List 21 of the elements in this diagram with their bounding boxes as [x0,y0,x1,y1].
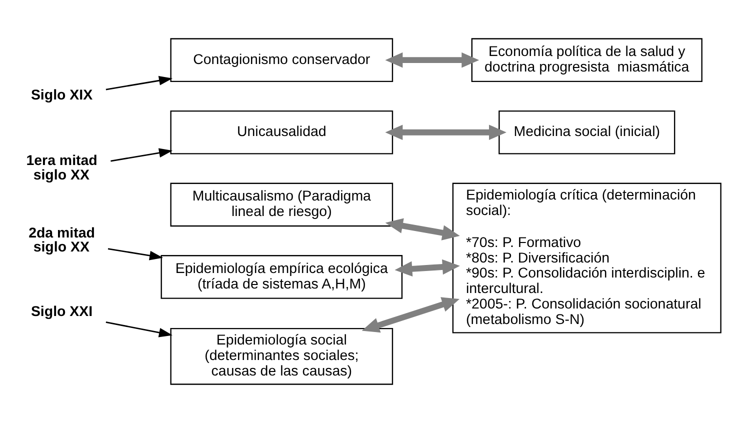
node-box: Unicausalidad [170,110,394,154]
node-text: 1era mitad siglo XX [26,153,98,184]
arrow [385,218,460,240]
node-box: Economía política de la salud y doctrina progresista miasmática [471,38,702,82]
node-text: Siglo XIX [30,87,93,104]
arrow [385,124,506,140]
node-box: Epidemiología empírica ecológica (tríada de sistemas A,H,M) [160,255,403,299]
node-text: 2da mitad siglo XX [28,225,95,256]
arrow [394,259,460,276]
arrow [106,76,173,90]
arrow [108,248,164,260]
node-box: Medicina social (inicial) [498,110,676,154]
arrow [106,321,173,338]
node-box: Epidemiología social (determinantes sociales; causas de las causas) [170,328,394,385]
node-box: Contagionismo conservador [170,38,394,82]
arrow [110,148,173,162]
node-text: Siglo XXI [30,304,93,320]
arrow [385,52,480,68]
node-box: Multicausalismo (Paradigma lineal de riesgo) [170,182,394,227]
arrow [362,297,460,333]
node-box: Epidemiología crítica (determinación social): *70s: P. Formativo *80s: P. Diversificación *90s: P. Consolidación interdisciplin. e intercultural. *2005-: P. Consolidación socionatural (metabolismo S-N) [452,182,722,334]
